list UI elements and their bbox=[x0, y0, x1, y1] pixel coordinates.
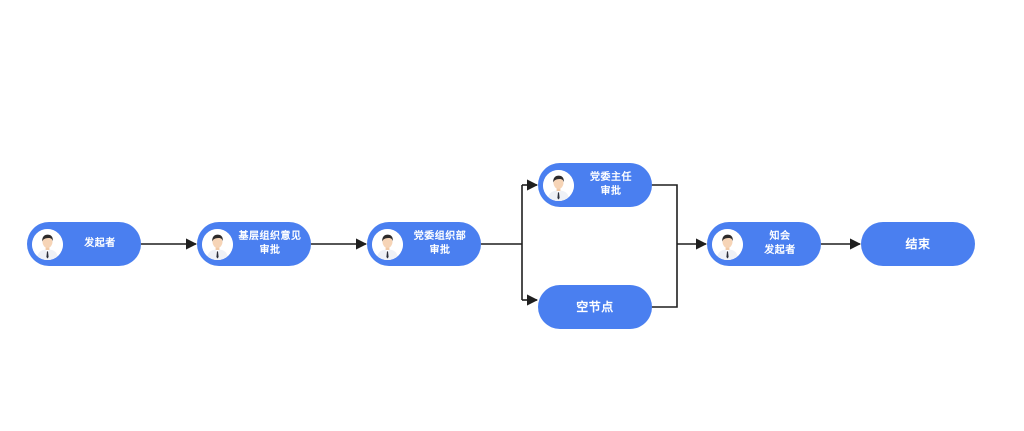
node-empty[interactable]: 空节点 bbox=[538, 285, 652, 329]
person-avatar-icon bbox=[202, 228, 233, 260]
edge-empty-node-to-merge bbox=[651, 244, 678, 308]
person-avatar-icon bbox=[372, 228, 403, 260]
node-party-org-approval[interactable]: 党委组织部 审批 bbox=[367, 222, 481, 266]
node-initiator[interactable]: 发起者 bbox=[27, 222, 141, 266]
person-avatar-icon bbox=[543, 169, 574, 201]
node-label: 空节点 bbox=[576, 300, 614, 314]
node-label: 发起者 bbox=[84, 238, 116, 249]
node-basic-org-approval[interactable]: 基层组织意见 审批 bbox=[197, 222, 311, 266]
node-label: 知会 发起者 bbox=[764, 231, 796, 256]
edge-party-director-to-merge bbox=[651, 184, 678, 244]
node-label: 结束 bbox=[905, 237, 931, 251]
person-avatar-icon bbox=[32, 228, 63, 260]
node-party-director-approval[interactable]: 党委主任 审批 bbox=[538, 163, 652, 207]
node-end[interactable]: 结束 bbox=[861, 222, 975, 266]
node-label: 基层组织意见 审批 bbox=[238, 231, 302, 256]
node-notify-initiator[interactable]: 知会 发起者 bbox=[707, 222, 821, 266]
node-label: 党委组织部 审批 bbox=[413, 231, 467, 256]
person-avatar-icon bbox=[712, 228, 743, 260]
node-label: 党委主任 审批 bbox=[590, 172, 632, 197]
